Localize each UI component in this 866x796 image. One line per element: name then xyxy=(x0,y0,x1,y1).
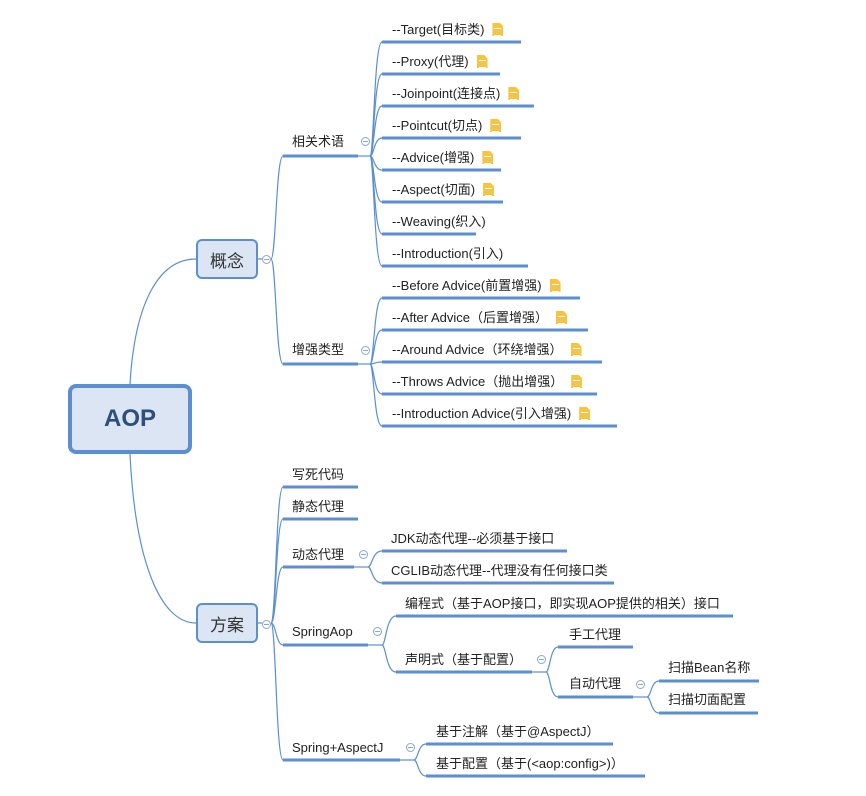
subtopic-hardcode[interactable]: 写死代码 xyxy=(292,467,345,482)
term-item[interactable]: --Introduction(引入) xyxy=(392,246,503,262)
advice-type-item-label: --Introduction Advice(引入增强) xyxy=(392,406,572,421)
root-node-label: AOP xyxy=(103,405,156,432)
advice-type-item[interactable]: --Around Advice（环绕增强） xyxy=(392,342,582,358)
collapse-toggle-spring-aop[interactable] xyxy=(373,627,382,636)
term-item-label: --Aspect(切面) xyxy=(392,182,476,197)
term-item-label: --Weaving(织入) xyxy=(392,214,486,229)
collapse-toggle-spring-aspectj[interactable] xyxy=(406,743,415,752)
note-icon[interactable] xyxy=(490,119,502,132)
note-icon[interactable] xyxy=(482,151,494,164)
programmatic-item[interactable]: 编程式（基于AOP接口，即实现AOP提供的相关）接口 xyxy=(405,596,720,611)
term-item[interactable]: --Joinpoint(连接点) xyxy=(392,86,520,102)
advice-type-item[interactable]: --Throws Advice（抛出增强） xyxy=(392,374,583,390)
note-icon[interactable] xyxy=(476,55,488,68)
advice-type-item-label: --Before Advice(前置增强) xyxy=(392,278,542,293)
config-based-item[interactable]: 基于配置（基于(<aop:config>)） xyxy=(436,756,624,771)
term-item[interactable]: --Target(目标类) xyxy=(392,22,504,38)
manual-proxy-item[interactable]: 手工代理 xyxy=(569,627,622,642)
term-item[interactable]: --Advice(增强) xyxy=(392,150,494,166)
topic-concept[interactable]: 概念 xyxy=(196,239,258,279)
branch-connector xyxy=(545,671,559,698)
auto-proxy-item[interactable]: 自动代理 xyxy=(569,676,622,691)
term-item[interactable]: --Aspect(切面) xyxy=(392,182,495,198)
term-item[interactable]: --Proxy(代理) xyxy=(392,54,488,70)
note-icon[interactable] xyxy=(570,343,582,356)
term-item-label: --Introduction(引入) xyxy=(392,246,504,261)
branch-connector xyxy=(646,680,660,698)
advice-type-item[interactable]: --Before Advice(前置增强) xyxy=(392,278,561,294)
connector xyxy=(270,566,284,624)
subtopic-dynamic-proxy[interactable]: 动态代理 xyxy=(292,547,345,562)
note-icon[interactable] xyxy=(556,311,568,324)
note-icon[interactable] xyxy=(571,375,583,388)
declarative-item[interactable]: 声明式（基于配置） xyxy=(405,652,523,667)
note-icon[interactable] xyxy=(508,87,520,100)
subtopic-terms[interactable]: 相关术语 xyxy=(292,134,345,149)
collapse-toggle-auto-proxy[interactable] xyxy=(636,680,645,689)
branch-connector xyxy=(646,696,660,714)
branch-connector xyxy=(369,137,383,157)
branch-connector xyxy=(413,759,427,777)
note-icon[interactable] xyxy=(492,23,504,36)
branch-connector xyxy=(367,550,383,568)
branch-connector xyxy=(413,743,427,761)
subtopic-static-proxy[interactable]: 静态代理 xyxy=(292,499,345,514)
annotation-based-item[interactable]: 基于注解（基于@AspectJ） xyxy=(436,724,600,739)
term-item-label: --Joinpoint(连接点) xyxy=(392,86,501,101)
topic-solution[interactable]: 方案 xyxy=(196,603,258,643)
branch-connector xyxy=(369,155,383,267)
root-to-solution xyxy=(129,453,197,624)
topic-solution-label: 方案 xyxy=(210,615,244,635)
advice-type-item-label: --After Advice（后置增强） xyxy=(392,310,549,325)
collapse-toggle-solution[interactable] xyxy=(262,620,271,629)
term-item-label: --Target(目标类) xyxy=(392,22,485,37)
topic-concept-label: 概念 xyxy=(210,251,244,271)
collapse-toggle-declarative[interactable] xyxy=(537,655,546,664)
advice-type-item[interactable]: --After Advice（后置增强） xyxy=(392,310,568,326)
term-item-label: --Proxy(代理) xyxy=(392,54,469,69)
note-icon[interactable] xyxy=(483,183,495,196)
advice-type-item-label: --Throws Advice（抛出增强） xyxy=(392,374,564,389)
collapse-toggle-terms[interactable] xyxy=(361,137,370,146)
connector xyxy=(270,622,284,646)
jdk-proxy-item[interactable]: JDK动态代理--必须基于接口 xyxy=(391,531,555,546)
scan-bean-name-item[interactable]: 扫描Bean名称 xyxy=(668,660,751,675)
scan-aspect-config-item[interactable]: 扫描切面配置 xyxy=(668,692,747,707)
root-to-concept xyxy=(129,258,197,385)
branch-connector xyxy=(369,329,383,365)
advice-type-item-label: --Around Advice（环绕增强） xyxy=(392,342,563,357)
branch-connector xyxy=(545,646,559,673)
advice-type-item[interactable]: --Introduction Advice(引入增强) xyxy=(392,406,591,422)
note-icon[interactable] xyxy=(549,279,561,292)
term-item-label: --Advice(增强) xyxy=(392,150,475,165)
subtopic-spring-aop[interactable]: SpringAop xyxy=(292,624,353,639)
connector xyxy=(270,258,284,365)
connector xyxy=(270,622,284,761)
branch-connector xyxy=(381,615,397,646)
branch-connector xyxy=(369,105,383,157)
branch-connector xyxy=(369,363,383,427)
collapse-toggle-advice-types[interactable] xyxy=(361,346,370,355)
note-icon[interactable] xyxy=(579,407,591,420)
term-item-label: --Pointcut(切点) xyxy=(392,118,483,133)
connector xyxy=(270,155,284,260)
term-item[interactable]: --Weaving(织入) xyxy=(392,214,486,230)
cglib-proxy-item[interactable]: CGLIB动态代理--代理没有任何接口类 xyxy=(391,563,608,578)
subtopic-advice-types[interactable]: 增强类型 xyxy=(292,342,345,357)
collapse-toggle-concept[interactable] xyxy=(262,255,271,264)
root-node[interactable]: AOP xyxy=(68,384,192,454)
term-item[interactable]: --Pointcut(切点) xyxy=(392,118,502,134)
branch-connector xyxy=(367,566,383,584)
subtopic-spring-aspectj[interactable]: Spring+AspectJ xyxy=(292,740,384,755)
branch-connector xyxy=(381,644,397,673)
collapse-toggle-dynamic-proxy[interactable] xyxy=(359,550,368,559)
